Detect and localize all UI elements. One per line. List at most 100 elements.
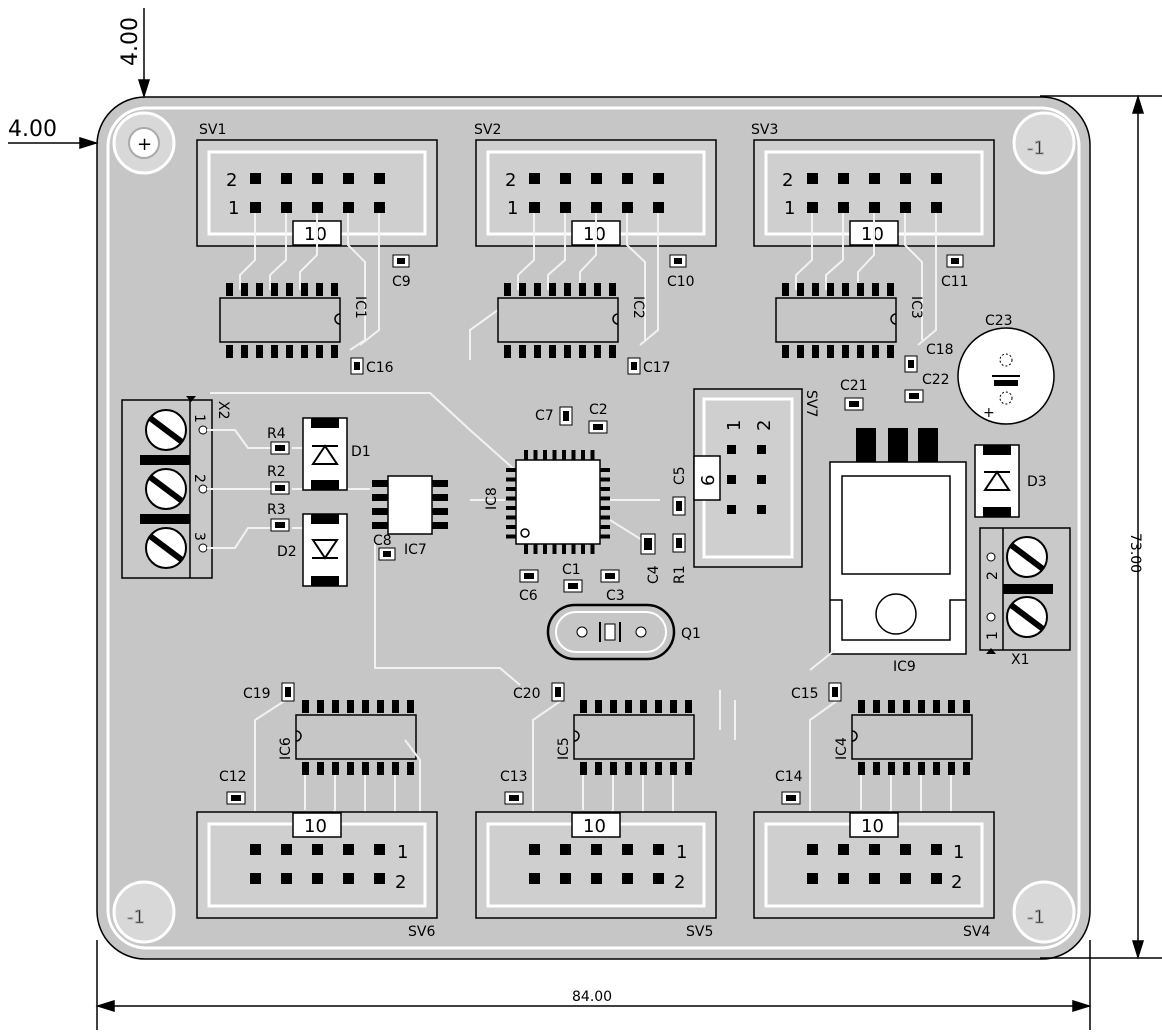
ic8-label: IC8: [484, 487, 500, 510]
c12-label: C12: [219, 769, 247, 785]
sv5-pin-10: 10: [583, 816, 606, 837]
c19-label: C19: [243, 686, 271, 702]
smd-caps-bottom: [226, 682, 842, 805]
sv5-pin-2: 2: [674, 872, 685, 893]
ic8-pin: [590, 544, 595, 554]
ic4-label: IC4: [834, 737, 850, 760]
dimension-left-offset-label: 4.00: [8, 117, 57, 142]
d3-label: D3: [1027, 474, 1047, 490]
ic9-label: IC9: [893, 659, 916, 675]
svg-text:-1: -1: [1027, 907, 1045, 928]
terminal-x1: [979, 527, 1071, 654]
ic8-pin: [506, 525, 516, 529]
c10-label: C10: [667, 274, 695, 290]
dimension-width-label: 84.00: [572, 989, 612, 1005]
x2-pin-2: 2: [191, 474, 207, 483]
c22-label: C22: [922, 372, 950, 388]
ic8-pin: [524, 450, 528, 460]
x2-pin-1: 1: [191, 414, 207, 423]
ic9-body: [829, 428, 967, 655]
ic8-pin: [571, 450, 576, 460]
c7-label: C7: [535, 408, 554, 424]
mount-hole-top-left: +: [112, 111, 176, 175]
dimension-width: [95, 940, 1092, 1030]
header-sv5: [475, 811, 717, 919]
sv6-pin-10: 10: [304, 816, 327, 837]
x2-label: X2: [215, 401, 231, 420]
c23-label: C23: [985, 313, 1013, 329]
ic8-pin: [600, 525, 610, 529]
header-sv6: [196, 811, 438, 919]
c2-label: C2: [589, 402, 608, 418]
sv4-pin-1: 1: [953, 842, 964, 863]
crystal-q1: [546, 603, 676, 661]
sv2-pin-2: 2: [505, 170, 516, 191]
r3-label: R3: [267, 502, 286, 518]
d1-label: D1: [351, 444, 371, 460]
sv5-pin-1: 1: [676, 842, 687, 863]
c3-label: C3: [606, 588, 625, 604]
mount-hole-bottom-left: -1: [112, 880, 176, 944]
r4-label: R4: [267, 426, 286, 442]
traces-top: [239, 213, 937, 360]
sv3-pin-10: 10: [861, 224, 884, 245]
c1-label: C1: [562, 562, 581, 578]
sv4-label: SV4: [963, 924, 990, 940]
c15-label: C15: [791, 686, 819, 702]
c5-label: C5: [672, 466, 688, 485]
c14-label: C14: [775, 769, 803, 785]
ic8-pin: [533, 450, 538, 460]
diode-d2: [302, 513, 348, 587]
ic1-body: [219, 283, 341, 358]
c18-label: C18: [926, 342, 954, 358]
smd-caps-center: [519, 389, 924, 593]
ic4-body: [851, 700, 973, 775]
ic8-pin: [562, 544, 566, 554]
sv2-pin-10: 10: [583, 224, 606, 245]
x1-label: X1: [1011, 652, 1030, 668]
dimension-top-offset: [137, 8, 151, 99]
cap-c23: +: [957, 327, 1055, 425]
dimension-height-label: 73.00: [1127, 533, 1143, 573]
ic8-pin: [600, 468, 610, 472]
sv1-pin-2: 2: [226, 170, 237, 191]
ic8-pin: [552, 450, 557, 460]
ic8-pin: [552, 544, 557, 554]
ic7-body: [372, 475, 448, 535]
svg-text:-1: -1: [127, 907, 145, 928]
c17-label: C17: [643, 360, 671, 376]
sv3-pin-2: 2: [782, 170, 793, 191]
ic8-pin: [600, 506, 610, 510]
dimension-left-offset: [8, 136, 99, 150]
ic7-label: IC7: [404, 542, 427, 558]
sv7-pin-6: 6: [698, 475, 719, 486]
ic8-pin: [600, 496, 610, 501]
ic2-body: [497, 283, 619, 358]
sv4-pin-10: 10: [861, 816, 884, 837]
svg-text:-1: -1: [1027, 138, 1045, 159]
ic8-pin: [543, 544, 547, 554]
ic8-pin: [590, 450, 595, 460]
ic3-label: IC3: [908, 296, 924, 319]
sv2-pin-1: 1: [507, 198, 518, 219]
ic6-body: [295, 700, 417, 775]
r2-label: R2: [267, 464, 286, 480]
sv7-label: SV7: [803, 390, 819, 417]
ic8-pin: [562, 450, 566, 460]
c13-label: C13: [500, 769, 528, 785]
sv2-label: SV2: [474, 122, 501, 138]
ic5-body: [573, 700, 695, 775]
x1-pin-1: 1: [985, 631, 1001, 640]
sv6-label: SV6: [408, 924, 435, 940]
c6-label: C6: [519, 588, 538, 604]
ic8-pin: [600, 534, 610, 539]
c4-label: C4: [646, 565, 662, 584]
ic8-pin: [600, 487, 610, 491]
sv7-pin-2: 2: [754, 420, 775, 431]
c11-label: C11: [941, 274, 969, 290]
x2-pin-3: 3: [191, 532, 207, 541]
sv5-label: SV5: [686, 924, 713, 940]
ic8-pin: [506, 515, 516, 520]
c20-label: C20: [513, 686, 541, 702]
